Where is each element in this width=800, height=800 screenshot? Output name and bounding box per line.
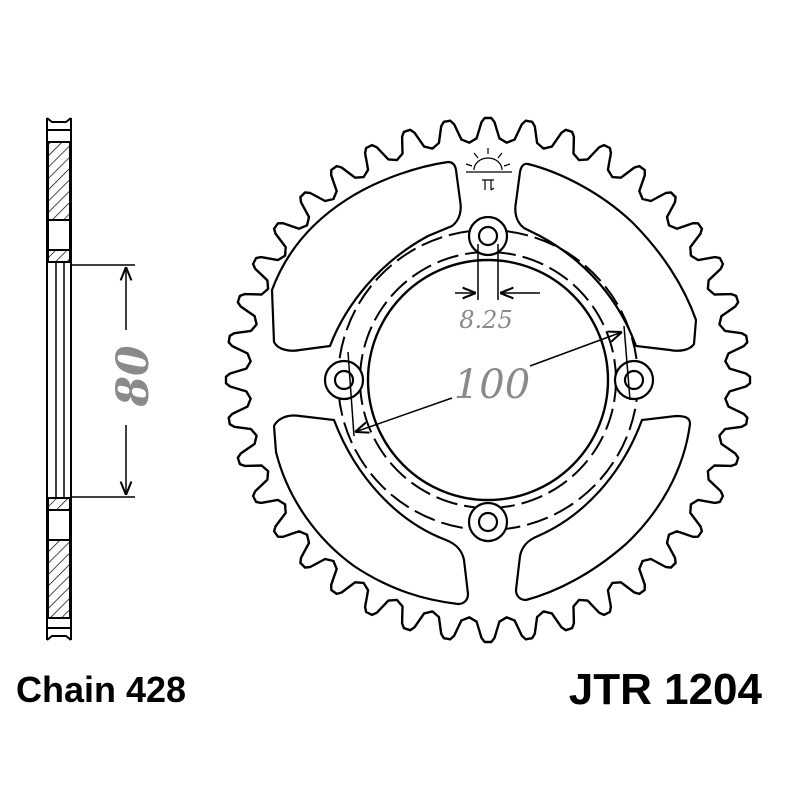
lightening-window-bottom-left bbox=[272, 414, 470, 606]
lower-hatched-section bbox=[47, 539, 71, 619]
manufacturer-mark-icon bbox=[465, 148, 512, 191]
dimension-8-25-label: 8.25 bbox=[459, 306, 512, 334]
upper-hatched-section bbox=[47, 141, 71, 221]
chain-size-caption: Chain 428 bbox=[16, 669, 187, 710]
lightening-window-top-left bbox=[270, 160, 462, 352]
side-plate-outline bbox=[46, 117, 72, 641]
lightening-window-top-right bbox=[514, 162, 698, 352]
bolt-hole-top bbox=[467, 215, 509, 257]
dimension-8-25-lines bbox=[455, 244, 540, 300]
lightening-window-bottom-right bbox=[514, 414, 692, 602]
bolt-hole-left bbox=[323, 359, 365, 401]
dimension-80-label: 80 bbox=[108, 345, 159, 408]
sprocket-front-view: 8.25 100 bbox=[224, 116, 752, 644]
center-bore bbox=[366, 258, 610, 502]
side-section-view bbox=[46, 117, 135, 641]
bolt-hole-right bbox=[613, 359, 655, 401]
dimension-100-label: 100 bbox=[454, 362, 530, 408]
dimension-100-lines bbox=[347, 325, 631, 437]
bolt-hole-bottom bbox=[467, 501, 509, 543]
part-number-caption: JTR 1204 bbox=[568, 665, 762, 714]
